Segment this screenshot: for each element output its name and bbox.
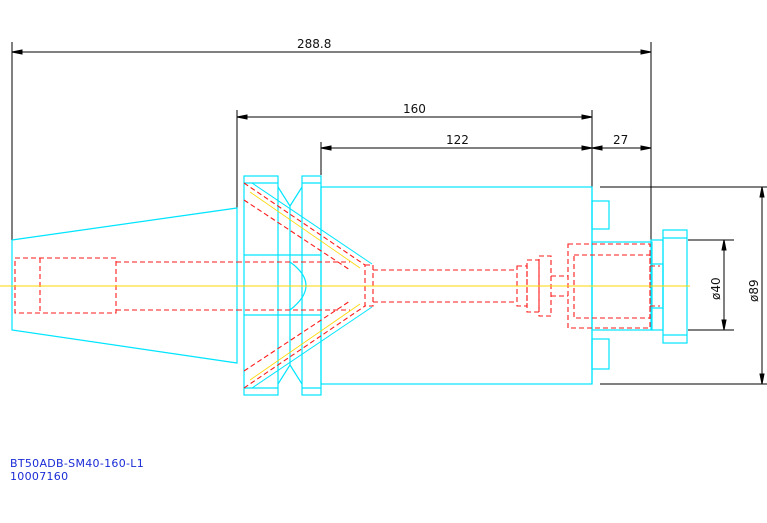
dim-122: 122 <box>446 133 469 147</box>
coolant-channel-edges <box>251 182 373 389</box>
part-number-label: 10007160 <box>10 470 69 483</box>
dim-diameter-40: ø40 <box>709 277 723 300</box>
dim-160: 160 <box>403 102 426 116</box>
channel-centerline-top <box>249 191 361 269</box>
title-block: BT50ADB-SM40-160-L1 10007160 <box>10 457 144 483</box>
model-label: BT50ADB-SM40-160-L1 <box>10 457 145 470</box>
dim-diameter-89: ø89 <box>747 279 761 302</box>
channel-centerline-bottom <box>249 303 361 381</box>
dimension-lines <box>11 42 767 385</box>
hidden-lines <box>14 182 660 389</box>
dim-27: 27 <box>613 133 628 147</box>
dim-overall-length: 288.8 <box>297 37 331 51</box>
